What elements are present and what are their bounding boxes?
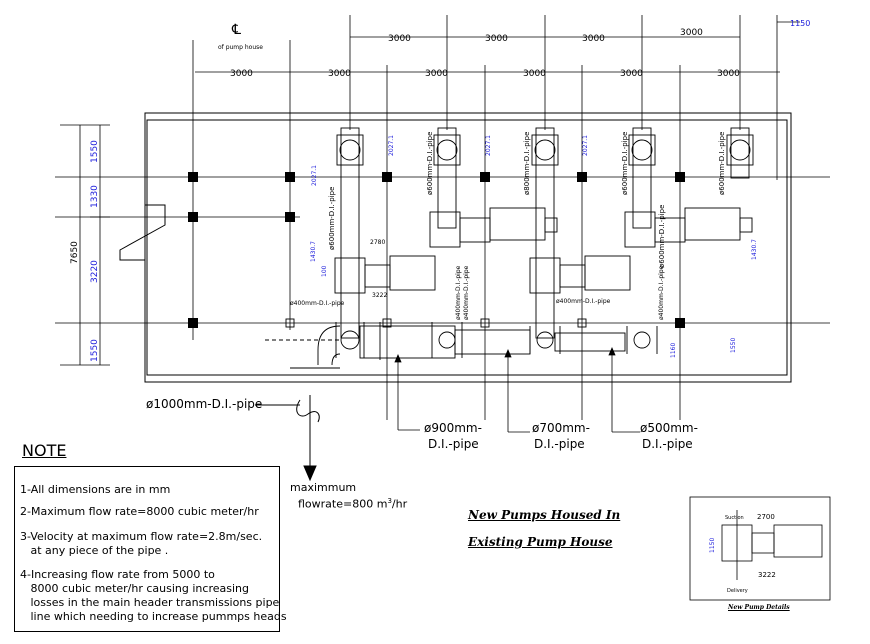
svg-text:1550: 1550 (90, 140, 100, 163)
svg-text:1160: 1160 (670, 343, 677, 358)
svg-text:2027.1: 2027.1 (311, 165, 318, 186)
svg-text:2700: 2700 (757, 513, 775, 521)
svg-text:3000: 3000 (230, 69, 253, 79)
grid-lines (55, 15, 830, 420)
svg-text:ø600mm-D.I.-pipe: ø600mm-D.I.-pipe (328, 187, 336, 250)
svg-text:3000: 3000 (620, 69, 643, 79)
svg-text:100: 100 (321, 265, 328, 277)
note-item: 3-Velocity at maximum flow rate=2.8m/sec… (20, 530, 263, 543)
note-item: 2-Maximum flow rate=8000 cubic meter/hr (20, 505, 259, 518)
columns (188, 172, 685, 328)
callout-500-b: D.I.-pipe (642, 437, 693, 451)
svg-text:Delivery: Delivery (727, 588, 748, 594)
callout-700-a: ø700mm- (532, 421, 590, 435)
note-title: NOTE (22, 441, 67, 460)
svg-text:3000: 3000 (328, 69, 351, 79)
note-item: 1-All dimensions are in mm (20, 483, 171, 496)
svg-text:1430.7: 1430.7 (751, 239, 758, 260)
svg-text:1330: 1330 (90, 185, 100, 208)
svg-text:3000: 3000 (582, 34, 605, 44)
svg-text:ø600mm-D.I.-pipe: ø600mm-D.I.-pipe (426, 132, 434, 195)
svg-text:3000: 3000 (717, 69, 740, 79)
flowmeter (255, 395, 320, 482)
callout-700-b: D.I.-pipe (534, 437, 585, 451)
svg-text:3000: 3000 (425, 69, 448, 79)
svg-text:ø800mm-D.I.-pipe: ø800mm-D.I.-pipe (523, 132, 531, 195)
centerline-symbol: ℄ (231, 22, 241, 38)
svg-text:3000: 3000 (523, 69, 546, 79)
note-item: 4-Increasing flow rate from 5000 to (20, 568, 215, 581)
detail-caption: New Pump Details (728, 604, 790, 611)
note-item: 8000 cubic meter/hr causing increasing (20, 582, 249, 595)
note-box (14, 466, 280, 632)
svg-text:1550: 1550 (730, 338, 737, 353)
building-outline (119, 112, 792, 383)
svg-text:1550: 1550 (90, 339, 100, 362)
svg-text:ø400mm-D.I.-pipe: ø400mm-D.I.-pipe (556, 298, 611, 305)
svg-text:3000: 3000 (680, 28, 703, 38)
svg-text:ø600mm-D.I.-pipe: ø600mm-D.I.-pipe (718, 132, 726, 195)
svg-text:ø400mm-D.I.-pipe: ø400mm-D.I.-pipe (463, 265, 470, 320)
detail-box (689, 496, 831, 601)
callout-500-a: ø500mm- (640, 421, 698, 435)
svg-text:3000: 3000 (388, 34, 411, 44)
dimension-texts: ℄ of pump house 3000 3000 3000 3000 3000… (70, 19, 810, 594)
pumps (265, 127, 754, 369)
svg-text:ø600mm-D.I.-pipe: ø600mm-D.I.-pipe (621, 132, 629, 195)
svg-text:2780: 2780 (370, 239, 385, 246)
note-item: losses in the main header transmissions … (20, 596, 280, 609)
callout-main-pipe: ø1000mm-D.I.-pipe (146, 397, 263, 411)
svg-text:ø600mm-D.I.-pipe: ø600mm-D.I.-pipe (658, 205, 666, 268)
svg-text:3222: 3222 (758, 571, 776, 579)
svg-text:7650: 7650 (70, 241, 80, 264)
svg-text:3000: 3000 (485, 34, 508, 44)
svg-text:2027.1: 2027.1 (485, 135, 492, 156)
svg-text:1150: 1150 (709, 538, 716, 553)
flow-line2: flowrate=800 m3/hr (298, 497, 408, 511)
svg-text:1150: 1150 (790, 19, 810, 28)
callout-900-b: D.I.-pipe (428, 437, 479, 451)
svg-text:ø400mm-D.I.-pipe: ø400mm-D.I.-pipe (290, 300, 345, 307)
svg-text:ø400mm-D.I.-pipe: ø400mm-D.I.-pipe (455, 265, 462, 320)
callout-900-a: ø900mm- (424, 421, 482, 435)
svg-text:2027.1: 2027.1 (388, 135, 395, 156)
svg-text:1430.7: 1430.7 (310, 241, 317, 262)
svg-text:ø400mm-D.I.-pipe: ø400mm-D.I.-pipe (658, 265, 665, 320)
note-item: line which needing to increase pummps he… (20, 610, 287, 623)
drawing-title-line2: Existing Pump House (468, 535, 613, 549)
svg-text:3222: 3222 (372, 292, 387, 299)
svg-text:2027.1: 2027.1 (582, 135, 589, 156)
svg-text:Suction: Suction (725, 515, 744, 521)
flow-line1: maximmum (290, 481, 357, 494)
note-item: at any piece of the pipe . (20, 544, 169, 557)
svg-text:3220: 3220 (90, 260, 100, 283)
drawing-title-line1: New Pumps Housed In (468, 508, 621, 522)
centerline-caption: of pump house (218, 44, 263, 51)
callout-leaders (394, 346, 640, 433)
